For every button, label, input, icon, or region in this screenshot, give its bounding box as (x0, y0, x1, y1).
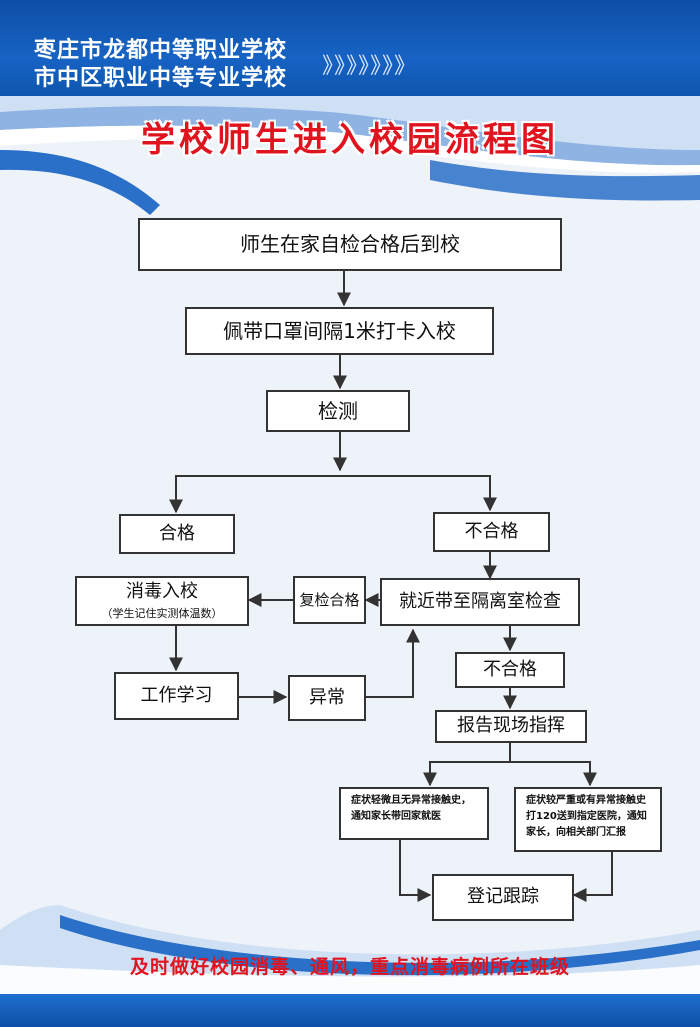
node-register: 登记跟踪 (432, 874, 574, 921)
node-mild-line2: 通知家长带回家就医 (351, 811, 441, 822)
page-title: 学校师生进入校园流程图 (141, 120, 559, 160)
footer-band (0, 994, 700, 1027)
node-mask-entry: 佩带口罩间隔1米打卡入校 (185, 307, 494, 355)
footer-note: 及时做好校园消毒、通风，重点消毒病例所在班级 (129, 956, 570, 978)
arrow-split (175, 475, 497, 512)
node-self-check: 师生在家自检合格后到校 (138, 218, 562, 271)
arrow-severe-to-register (572, 852, 613, 902)
node-severe-line1: 症状较严重或有异常接触史 (526, 795, 646, 806)
school-name-1: 枣庄市龙都中等职业学校 (34, 38, 288, 63)
node-disinfect-note: （学生记住实测体温数） (101, 606, 223, 620)
node-recheck-pass: 复检合格 (293, 576, 366, 624)
node-report: 报告现场指挥 (435, 710, 587, 743)
node-disinfect-label: 消毒入校 (126, 581, 198, 603)
title-wrap: 学校师生进入校园流程图 (0, 110, 700, 163)
node-fail: 不合格 (433, 512, 550, 552)
node-disinfect: 消毒入校 （学生记住实测体温数） (75, 576, 249, 626)
node-mild-case: 症状轻微且无异常接触史， 通知家长带回家就医 (339, 787, 489, 840)
node-work-study: 工作学习 (114, 672, 239, 720)
node-abnormal: 异常 (288, 675, 366, 721)
node-severe-line3: 家长，向相关部门汇报 (526, 827, 626, 838)
node-detect: 检测 (266, 390, 410, 432)
node-mild-line1: 症状轻微且无异常接触史， (351, 795, 471, 806)
arrow-report-split (429, 761, 597, 787)
chevron-decoration-icon: 》》》》》》》 (322, 54, 418, 79)
node-severe-case: 症状较严重或有异常接触史 打120送到指定医院，通知 家长，向相关部门汇报 (514, 787, 662, 852)
header-band (0, 0, 700, 96)
node-isolation-check: 就近带至隔离室检查 (380, 578, 580, 626)
arrow-mild-to-register (399, 840, 432, 902)
node-pass: 合格 (119, 514, 235, 554)
school-name-2: 市中区职业中等专业学校 (34, 66, 288, 91)
arrow-abnormal-to-isolation (366, 628, 420, 698)
node-severe-line2: 打120送到指定医院，通知 (526, 811, 647, 822)
node-fail-again: 不合格 (455, 652, 565, 688)
